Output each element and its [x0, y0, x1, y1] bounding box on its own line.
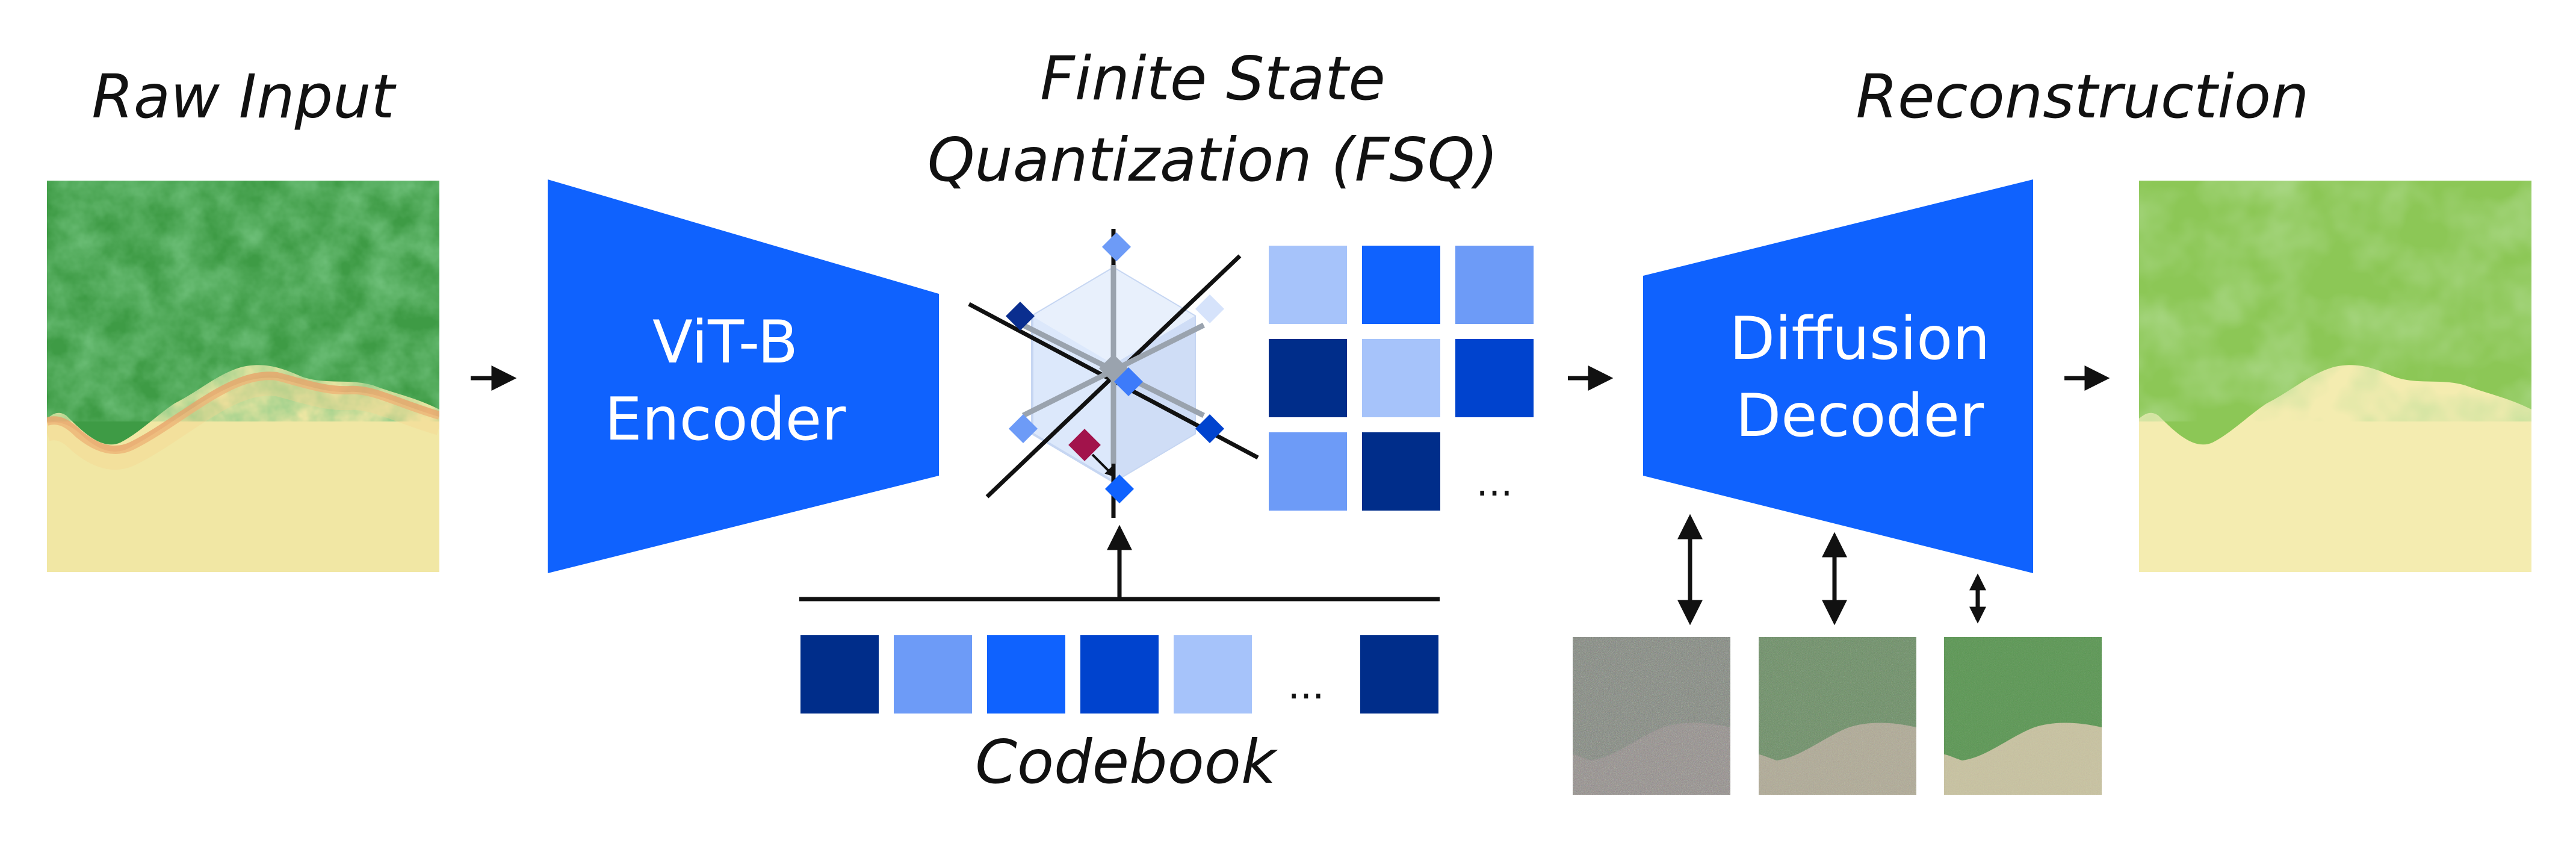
reconstruction-title: Reconstruction — [1856, 61, 2309, 132]
lattice-point — [1101, 232, 1132, 262]
codebook-entry — [987, 635, 1065, 714]
token-cell — [1269, 432, 1347, 511]
codebook-entry — [800, 635, 879, 714]
lattice-point — [1195, 294, 1225, 324]
token-cell — [1362, 432, 1440, 511]
reconstruction-image — [2139, 181, 2531, 572]
decoder-block: Diffusion Decoder — [1643, 179, 2033, 573]
codebook-title: Codebook — [975, 727, 1278, 797]
decoder-label-line2: Decoder — [1736, 382, 1984, 450]
encoder-label-line2: Encoder — [605, 385, 846, 454]
codebook-entry — [1360, 635, 1438, 714]
decoder-label-line1: Diffusion — [1730, 305, 1990, 373]
codebook-ellipsis: ... — [1287, 664, 1324, 708]
fsq-title-line2: Quantization (FSQ) — [927, 125, 1499, 195]
encoder-label-line1: ViT-B — [652, 308, 798, 377]
token-cell — [1269, 339, 1347, 417]
codebook-entry — [1174, 635, 1252, 714]
codebook-entry — [1080, 635, 1159, 714]
codebook-entries: ... — [800, 635, 1438, 714]
fsq-title-line1: Finite State — [1040, 43, 1386, 114]
fsq-lattice — [968, 229, 1259, 518]
codebook-entry — [894, 635, 972, 714]
noise-step-full-noise — [1573, 637, 1730, 795]
raw-input-image — [47, 181, 439, 572]
token-cell — [1362, 246, 1440, 324]
token-cell — [1455, 246, 1534, 324]
noise-step-low-noise — [1944, 637, 2102, 795]
token-grid-ellipsis: ... — [1476, 461, 1512, 505]
diffusion-noise-steps — [1573, 637, 2102, 795]
encoder-block: ViT-B Encoder — [548, 179, 939, 573]
noise-step-partial-noise — [1759, 637, 1916, 795]
quantized-token-grid: ... — [1269, 246, 1534, 511]
token-cell — [1362, 339, 1440, 417]
raw-input-title: Raw Input — [91, 61, 397, 132]
token-cell — [1455, 339, 1534, 417]
token-cell — [1269, 246, 1347, 324]
